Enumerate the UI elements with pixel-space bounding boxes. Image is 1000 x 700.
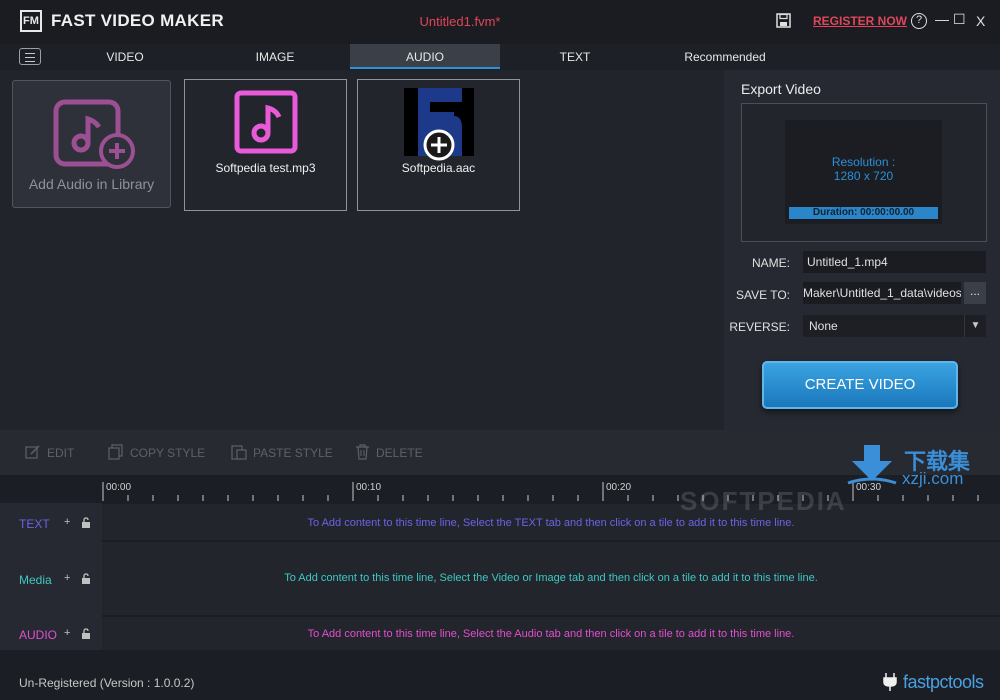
name-label: NAME: bbox=[751, 256, 790, 270]
export-title: Export Video bbox=[741, 81, 821, 97]
create-video-button[interactable]: CREATE VIDEO bbox=[762, 361, 958, 409]
softpedia-watermark: SOFTPEDIA bbox=[680, 486, 847, 516]
file-title: Untitled1.fvm* bbox=[419, 14, 501, 29]
ruler-label: 00:00 bbox=[106, 482, 132, 493]
text-track[interactable]: To Add content to this time line, Select… bbox=[102, 504, 1000, 540]
delete-label: DELETE bbox=[376, 446, 423, 460]
edit-toolbar: EDIT COPY STYLE PASTE STYLE DELETE bbox=[0, 430, 1000, 475]
add-track-icon[interactable]: + bbox=[64, 516, 71, 528]
ruler-label: 00:30 bbox=[856, 482, 882, 493]
xzji-watermark-cn: 下载集 bbox=[904, 449, 971, 474]
register-now-link[interactable]: REGISTER NOW bbox=[813, 14, 908, 28]
audio-tile[interactable]: Softpedia.aac bbox=[357, 79, 520, 211]
ruler-ticks bbox=[102, 482, 979, 501]
music-file-icon bbox=[234, 90, 298, 159]
ruler-label: 00:20 bbox=[606, 482, 632, 493]
paste-style-button[interactable]: PASTE STYLE bbox=[231, 445, 333, 460]
plug-icon bbox=[883, 673, 897, 696]
track-label-text: TEXT bbox=[19, 517, 50, 531]
audio-tile[interactable]: Softpedia test.mp3 bbox=[184, 79, 347, 211]
edit-label: EDIT bbox=[47, 446, 75, 460]
save-to-label: SAVE TO: bbox=[735, 288, 790, 302]
tab-recommended[interactable]: Recommended bbox=[684, 50, 766, 64]
preview-frame: Resolution : 1280 x 720 Duration: 00:00:… bbox=[741, 103, 987, 242]
lock-icon[interactable] bbox=[81, 517, 91, 531]
paste-style-label: PASTE STYLE bbox=[253, 446, 333, 460]
close-button[interactable]: X bbox=[976, 13, 986, 29]
copy-icon bbox=[108, 444, 123, 460]
save-to-field[interactable]: Maker\Untitled_1_data\videos bbox=[803, 282, 961, 304]
ruler-label: 00:10 bbox=[356, 482, 382, 493]
download-arrow-icon bbox=[846, 445, 898, 492]
reverse-label: REVERSE: bbox=[729, 320, 790, 334]
edit-icon bbox=[25, 445, 40, 459]
maximize-button[interactable]: ☐ bbox=[953, 11, 966, 27]
app-title: FAST VIDEO MAKER bbox=[51, 11, 224, 30]
media-track[interactable]: To Add content to this time line, Select… bbox=[102, 542, 1000, 615]
add-track-icon[interactable]: + bbox=[64, 627, 71, 639]
edit-button[interactable]: EDIT bbox=[25, 445, 75, 460]
tab-text[interactable]: TEXT bbox=[559, 50, 591, 64]
help-icon[interactable]: ? bbox=[911, 13, 927, 29]
reverse-value: None bbox=[809, 319, 838, 333]
name-field[interactable]: Untitled_1.mp4 bbox=[803, 251, 986, 273]
menu-icon[interactable] bbox=[19, 48, 41, 65]
paste-icon bbox=[231, 445, 247, 460]
browse-button[interactable]: ... bbox=[964, 282, 986, 304]
app-logo: FM bbox=[20, 10, 42, 32]
delete-button[interactable]: DELETE bbox=[355, 444, 423, 460]
save-icon[interactable] bbox=[776, 13, 791, 31]
trash-icon bbox=[356, 444, 369, 460]
lock-icon[interactable] bbox=[81, 573, 91, 587]
resolution-value: 1280 x 720 bbox=[833, 169, 894, 183]
duration-bar: Duration: 00:00:00.00 bbox=[789, 207, 938, 219]
add-audio-label: Add Audio in Library bbox=[28, 176, 155, 192]
resolution-info: Resolution : 1280 x 720 bbox=[785, 155, 942, 183]
add-audio-tile[interactable]: Add Audio in Library bbox=[12, 80, 171, 208]
video-preview: Resolution : 1280 x 720 Duration: 00:00:… bbox=[785, 120, 942, 224]
add-track-icon[interactable]: + bbox=[64, 572, 71, 584]
version-status: Un-Registered (Version : 1.0.0.2) bbox=[19, 676, 195, 690]
add-music-icon bbox=[53, 99, 135, 176]
tab-bar: VIDEO IMAGE AUDIO TEXT Recommended bbox=[0, 44, 1000, 70]
copy-style-label: COPY STYLE bbox=[130, 446, 206, 460]
copy-style-button[interactable]: COPY STYLE bbox=[108, 444, 206, 460]
lock-icon[interactable] bbox=[81, 628, 91, 642]
tab-audio[interactable]: AUDIO bbox=[350, 44, 500, 69]
export-panel: Export Video Resolution : 1280 x 720 Dur… bbox=[724, 70, 1000, 430]
minimize-button[interactable]: — bbox=[935, 11, 949, 27]
status-bar bbox=[0, 664, 1000, 700]
tab-video[interactable]: VIDEO bbox=[106, 50, 144, 64]
fastpctools-logo: fastpctools bbox=[903, 672, 984, 692]
title-bar: FM FAST VIDEO MAKER Untitled1.fvm* REGIS… bbox=[0, 0, 1000, 44]
xzji-watermark-url: xzji.com bbox=[902, 469, 964, 488]
reverse-dropdown[interactable]: None ▼ bbox=[803, 315, 986, 337]
audio-tile-label: Softpedia test.mp3 bbox=[215, 161, 316, 175]
track-label-media: Media bbox=[19, 573, 52, 587]
chevron-down-icon[interactable]: ▼ bbox=[964, 315, 986, 337]
audio-track[interactable]: To Add content to this time line, Select… bbox=[102, 617, 1000, 650]
resolution-label: Resolution : bbox=[831, 155, 896, 169]
tab-image[interactable]: IMAGE bbox=[255, 50, 295, 64]
track-label-audio: AUDIO bbox=[19, 628, 58, 642]
audio-tile-label: Softpedia.aac bbox=[401, 161, 476, 175]
add-circle-icon[interactable] bbox=[422, 128, 456, 167]
